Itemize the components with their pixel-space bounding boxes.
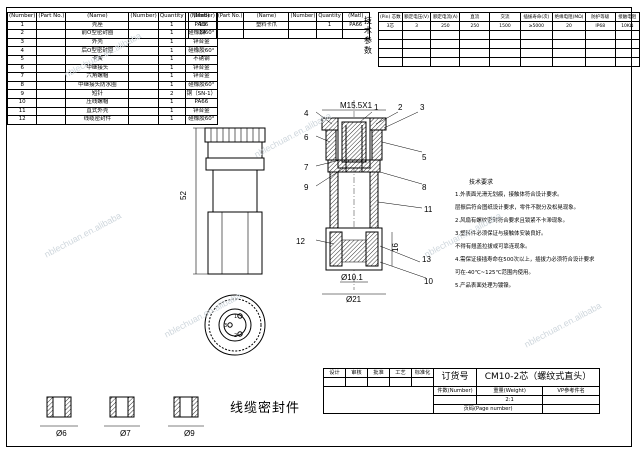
tb-product: CM10-2芯（螺纹式直头） bbox=[476, 368, 600, 387]
dim-thread: M15.5X1 bbox=[340, 101, 373, 110]
connector-side-view: 52 bbox=[179, 127, 266, 275]
dim-h: 16 bbox=[391, 243, 400, 252]
callout-10: 10 bbox=[424, 277, 433, 286]
dim-d9: Ø9 bbox=[184, 429, 195, 438]
connector-front-view: 1 2 3 bbox=[204, 294, 266, 356]
pin-3 bbox=[227, 322, 233, 328]
callout-6: 6 bbox=[304, 133, 309, 142]
cable-nut bbox=[207, 211, 263, 275]
callout-3: 3 bbox=[420, 103, 425, 112]
requirement-item: 1.外表面光滑无划痕，接触体符合设计要求。 bbox=[455, 192, 563, 198]
connector-section-view: M15.5X1 Ø10.1 Ø21 16 bbox=[321, 100, 400, 304]
dim-length: 52 bbox=[179, 191, 188, 200]
requirements-list: 1.外表面光滑无划痕，接触体符合设计要求。 层振后符合图纸设计要求，零件不脱分及… bbox=[455, 189, 625, 293]
callout-9: 9 bbox=[304, 183, 309, 192]
tech-empty-cell bbox=[552, 57, 586, 67]
tech-params-label: 技术参数 bbox=[364, 16, 372, 55]
table-row: 14 bbox=[188, 29, 370, 39]
requirement-item: 3.塑料件必须保证与接触体安装良好。 bbox=[455, 231, 547, 237]
callout-11: 11 bbox=[424, 205, 433, 214]
svg-text:1: 1 bbox=[234, 314, 237, 320]
tb-order: 订货号 bbox=[433, 368, 477, 387]
bom-cell-empty bbox=[36, 115, 67, 125]
svg-text:2: 2 bbox=[234, 333, 237, 339]
callout-8: 8 bbox=[422, 183, 427, 192]
tech-empty-cell bbox=[614, 57, 640, 67]
requirement-item: 2.风扇有螺纹密封符合要求且锁紧不卡滞现象。 bbox=[455, 218, 568, 224]
bom-cell-no: 14 bbox=[188, 29, 217, 39]
requirement-item: 可在-40℃~125℃范围内使用。 bbox=[455, 270, 534, 276]
requirement-item: 5.产品表面处理为镀镍。 bbox=[455, 283, 515, 289]
pin-1 bbox=[237, 313, 243, 319]
callout-13: 13 bbox=[422, 255, 431, 264]
callout-4: 4 bbox=[304, 109, 309, 118]
drawing-frame bbox=[6, 7, 632, 447]
tech-params-header-row: (Pin) 芯数额定电压(V)额定电流(A)直流交流插拔寿命(次)绝缘电阻(MΩ… bbox=[378, 12, 640, 22]
tb-sheet: 页码(Page number) bbox=[432, 404, 544, 414]
bom-cell-qty bbox=[316, 29, 343, 39]
tb-check: 审核 bbox=[345, 368, 368, 378]
tb-scale-val: 2:1 bbox=[475, 395, 544, 405]
dim-d6: Ø6 bbox=[56, 429, 67, 438]
bom2-header-row: (Number) (Part No.) (Name) (Number) Quan… bbox=[188, 12, 370, 22]
requirements-title: 技术要求 bbox=[469, 179, 494, 186]
callout-12: 12 bbox=[296, 237, 305, 246]
seal-views: Ø6 Ø7 Ø9 bbox=[40, 396, 204, 438]
title-block: 设计 审核 批准 工艺 标准化 订货号 CM10-2芯（螺纹式直头） 件数(Nu… bbox=[323, 368, 600, 414]
requirement-item: 层振后符合图纸设计要求，零件不脱分及松晃现象。 bbox=[455, 205, 579, 211]
svg-text:3: 3 bbox=[224, 323, 227, 329]
tb-approve: 批准 bbox=[367, 368, 390, 378]
tb-proc: 工艺 bbox=[389, 368, 412, 378]
tb-design: 设计 bbox=[323, 368, 346, 378]
callout-7: 7 bbox=[304, 163, 309, 172]
bom-cell-qty: 1 bbox=[157, 115, 186, 125]
dim-d7: Ø7 bbox=[120, 429, 131, 438]
pin-2 bbox=[237, 331, 243, 337]
straight-housing bbox=[212, 169, 258, 213]
callout-2: 2 bbox=[398, 103, 403, 112]
tech-empty-cell bbox=[519, 57, 554, 67]
tb-std: 标准化 bbox=[411, 368, 434, 378]
callout-1: 1 bbox=[374, 103, 379, 112]
dim-d1: Ø10.1 bbox=[341, 273, 363, 282]
bom-cell-matl: 硅橡胶60° bbox=[184, 115, 219, 125]
bom-table-2: (Number) (Part No.) (Name) (Number) Quan… bbox=[188, 12, 370, 39]
tech-params-table: (Pin) 芯数额定电压(V)额定电流(A)直流交流插拔寿命(次)绝缘电阻(MΩ… bbox=[378, 12, 640, 67]
bom-cell-name bbox=[243, 29, 290, 39]
requirement-item: 不得有翘盖拉拔或可靠连现象。 bbox=[455, 244, 531, 250]
bom-cell-no: 12 bbox=[6, 115, 38, 125]
callout-5: 5 bbox=[422, 153, 427, 162]
technical-requirements: 技术要求 1.外表面光滑无划痕，接触体符合设计要求。 层振后符合图纸设计要求，零… bbox=[455, 176, 625, 293]
seal-caption: 线缆密封件 bbox=[230, 401, 301, 416]
requirement-item: 4.需保证接插寿命在500次以上，插拔力必须符合设计要求 bbox=[455, 257, 595, 263]
tb-doc: VP参考件名 bbox=[542, 386, 600, 396]
bom-cell-matl bbox=[341, 29, 370, 39]
dim-d2: Ø21 bbox=[346, 295, 362, 304]
tb-weight: 重量(Weight) bbox=[475, 386, 544, 396]
bom-cell-empty bbox=[128, 115, 159, 125]
tech-params-blank-row bbox=[378, 57, 640, 67]
tb-parts: 件数(Number) bbox=[433, 386, 477, 396]
